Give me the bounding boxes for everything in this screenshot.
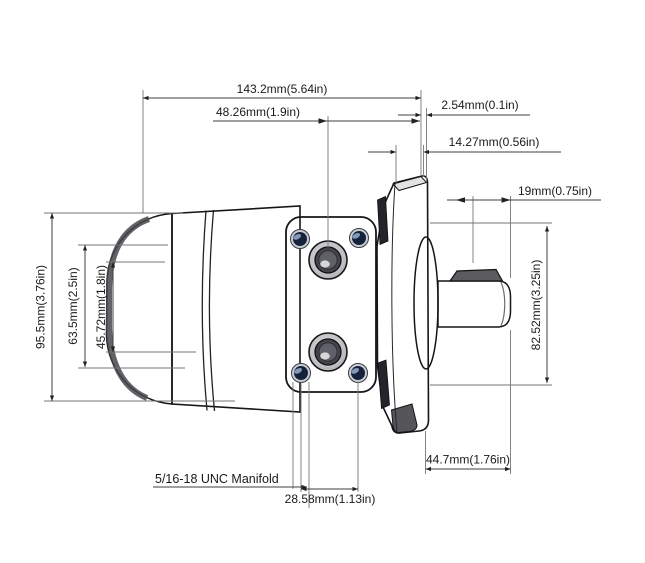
manifold-port-top: [308, 240, 348, 280]
manifold-port-bottom: [308, 332, 348, 372]
flange-bottom-ear-shadow: [390, 403, 418, 434]
manifold-bolt-hole: [349, 228, 369, 248]
motor-body: [105, 175, 512, 434]
dim-flange-lip: 2.54mm(0.1in): [398, 98, 530, 118]
manifold-bolt-hole: [348, 363, 368, 383]
manifold-thread-callout: 5/16-18 UNC Manifold: [153, 472, 307, 490]
body-seam-line: [201, 210, 208, 411]
dim-label-flange-thickness: 14.27mm(0.56in): [449, 135, 540, 149]
dim-label-flange-height: 82.52mm(3.25in): [529, 260, 543, 351]
motor-body-cylinder: [171, 205, 301, 413]
shaft-end-chamfer-line: [500, 281, 506, 327]
manifold-bolt-hole: [290, 229, 310, 249]
flange-top-face: [392, 175, 428, 192]
dim-total-length: 143.2mm(5.64in): [143, 82, 421, 101]
extension-lines: [44, 90, 552, 508]
dim-label-body-inner-height: 45.72mm(1.8in): [94, 265, 108, 349]
flange-hub: [413, 236, 439, 370]
dim-key-length: 19mm(0.75in): [447, 184, 601, 203]
manifold-block: [285, 216, 377, 393]
manifold-bolt-hole: [291, 363, 311, 383]
output-shaft: [437, 280, 512, 328]
dim-port-to-flange: 48.26mm(1.9in): [213, 105, 420, 124]
dim-label-flange-lip: 2.54mm(0.1in): [441, 98, 518, 112]
body-seam-line: [208, 209, 216, 412]
rear-cap-rim-shading: [106, 216, 151, 401]
manifold-thread-note-label: 5/16-18 UNC Manifold: [155, 472, 279, 486]
dim-label-body-mid-height: 63.5mm(2.5in): [66, 267, 80, 344]
dim-flange-thickness: 14.27mm(0.56in): [368, 135, 561, 155]
dim-body-mid-height: 63.5mm(2.5in): [66, 245, 88, 367]
dim-flange-height: 82.52mm(3.25in): [529, 226, 550, 383]
shaft-key: [448, 268, 504, 282]
dim-label-port-hole-spacing: 28.58mm(1.13in): [285, 492, 376, 506]
dim-body-inner-height: 45.72mm(1.8in): [94, 262, 116, 352]
flange-mount-slot-bottom: [377, 359, 390, 410]
dim-label-total-length: 143.2mm(5.64in): [237, 82, 328, 96]
dim-label-body-height: 95.5mm(3.76in): [34, 265, 48, 349]
motor-rear-cap: [105, 212, 173, 405]
flange-mount-slot-top: [377, 195, 389, 246]
dim-label-shaft-length: 44.7mm(1.76in): [426, 453, 510, 467]
dim-label-port-to-flange: 48.26mm(1.9in): [216, 105, 300, 119]
dim-shaft-length: 44.7mm(1.76in): [425, 453, 511, 472]
dim-label-key-length: 19mm(0.75in): [518, 184, 592, 198]
dim-port-hole-spacing: 28.58mm(1.13in): [285, 486, 376, 506]
dim-body-height: 95.5mm(3.76in): [34, 213, 55, 401]
flange-face-crease: [391, 183, 398, 433]
